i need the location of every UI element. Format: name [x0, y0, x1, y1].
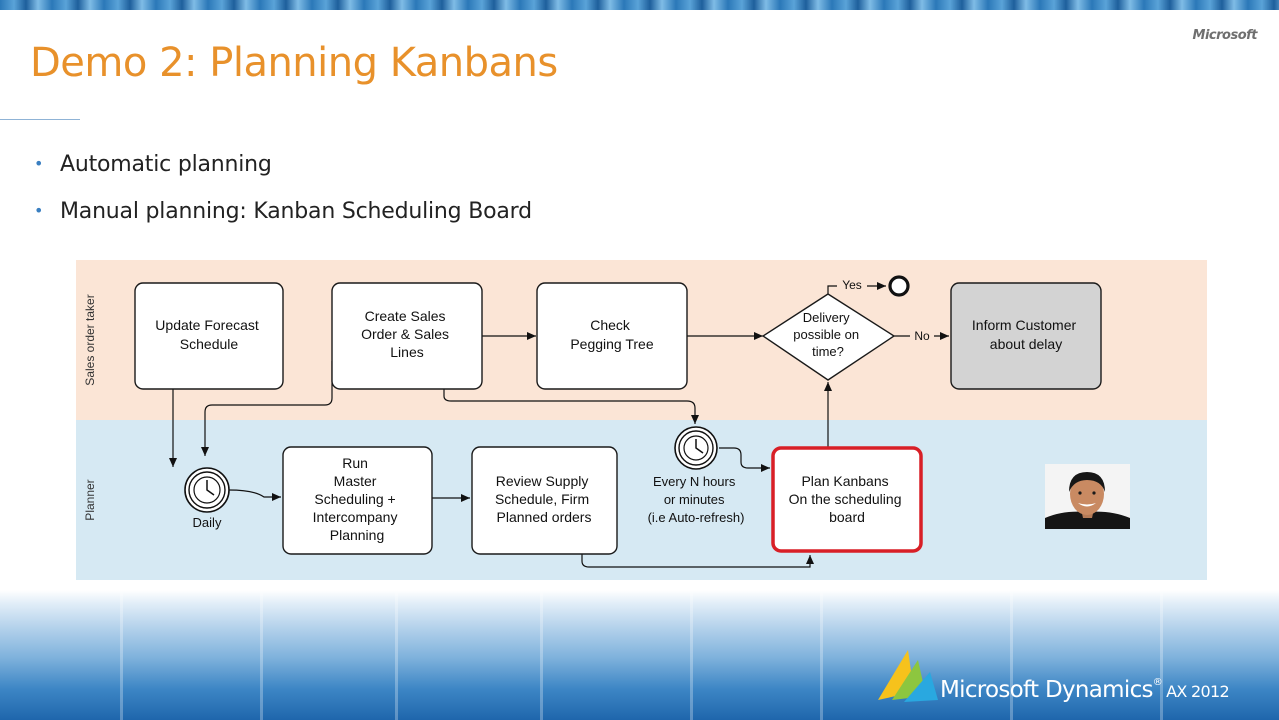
- lane-label-sales: Sales order taker: [83, 294, 97, 385]
- dynamics-logo-icon: [878, 650, 938, 702]
- yes-label: Yes: [842, 278, 862, 292]
- node-update-forecast: Update Forecast Schedule: [134, 282, 284, 390]
- node-run-master: Run Master Scheduling + Intercompany Pla…: [282, 446, 433, 555]
- bullet-item: • Automatic planning: [34, 152, 532, 199]
- yes-label-bg: [837, 278, 867, 292]
- slide-title: Demo 2: Planning Kanbans: [30, 40, 558, 86]
- footer-streak: [690, 590, 693, 720]
- bullet-text: Automatic planning: [60, 152, 272, 177]
- edge-timer-to-plan: [719, 447, 770, 472]
- footer-streak: [120, 590, 123, 720]
- edge-review-to-plan: [581, 554, 814, 568]
- timer-auto-refresh-label: Every N hours or minutes (i.e Auto-refre…: [648, 474, 745, 525]
- product-name: Microsoft Dynamics®AX 2012: [940, 677, 1230, 703]
- footer-streak: [540, 590, 543, 720]
- svg-text:Planner: Planner: [83, 479, 97, 520]
- bullet-item: • Manual planning: Kanban Scheduling Boar…: [34, 199, 532, 246]
- footer-streak: [1160, 590, 1163, 720]
- footer-band: [0, 590, 1279, 720]
- title-underline: [0, 119, 80, 120]
- svg-text:Run Master Schedul: Run Master Scheduling + Intercompany Pla…: [313, 455, 402, 543]
- node-create-sales-order: Create Sales Order & Sales Lines: [331, 282, 483, 390]
- bullet-list: • Automatic planning • Manual planning: Ka…: [34, 152, 532, 246]
- edge-salesorder-to-timer: [443, 389, 699, 424]
- svg-text:Sales order taker: Sales order taker: [83, 294, 97, 385]
- bullet-text: Manual planning: Kanban Scheduling Board: [60, 199, 532, 224]
- end-event-icon: [888, 275, 910, 297]
- edge-salesorder-to-daily: [201, 361, 333, 456]
- node-check-pegging: Check Pegging Tree: [536, 282, 688, 390]
- node-delivery-decision: Delivery possible on time?: [761, 293, 896, 381]
- timer-daily-icon: [184, 467, 230, 513]
- lane-planner: [76, 420, 1207, 580]
- process-diagram: Sales order taker Planner Yes No Update …: [76, 260, 1207, 580]
- svg-text:Plan Kanbans On the sche: Plan Kanbans On the scheduling board: [789, 473, 906, 525]
- bullet-dot-icon: •: [34, 201, 44, 220]
- svg-text:Inform Customer about de: Inform Customer about delay: [972, 317, 1080, 352]
- footer-streak: [820, 590, 823, 720]
- svg-text:Review Supply Schedule,: Review Supply Schedule, Firm Planned ord…: [495, 473, 593, 525]
- timer-auto-refresh-icon: [674, 426, 718, 470]
- footer-streak: [1010, 590, 1013, 720]
- node-inform-customer: Inform Customer about delay: [950, 282, 1102, 390]
- lane-label-planner: Planner: [83, 479, 97, 520]
- no-label-bg: [910, 329, 934, 343]
- edge-daily-to-run: [228, 489, 281, 501]
- svg-text:Delivery possible on: Delivery possible on time?: [793, 310, 862, 359]
- node-review-supply: Review Supply Schedule, Firm Planned ord…: [471, 446, 618, 555]
- timer-daily-label: Daily: [193, 515, 222, 530]
- footer-streak: [395, 590, 398, 720]
- node-plan-kanbans-highlighted: Plan Kanbans On the scheduling board: [771, 446, 923, 553]
- top-decor-bar: [0, 0, 1279, 10]
- svg-text:Check Pegging Tree: Check Pegging Tree: [570, 317, 653, 352]
- presenter-photo: [1045, 464, 1130, 529]
- footer-streak: [260, 590, 263, 720]
- bullet-dot-icon: •: [34, 154, 44, 173]
- svg-text:Update Forecast Schedule: Update Forecast Schedule: [155, 317, 262, 352]
- microsoft-logo: Microsoft: [1192, 28, 1258, 43]
- svg-text:Create Sales Order & Sal: Create Sales Order & Sales Lines: [361, 308, 453, 360]
- no-label: No: [914, 329, 930, 343]
